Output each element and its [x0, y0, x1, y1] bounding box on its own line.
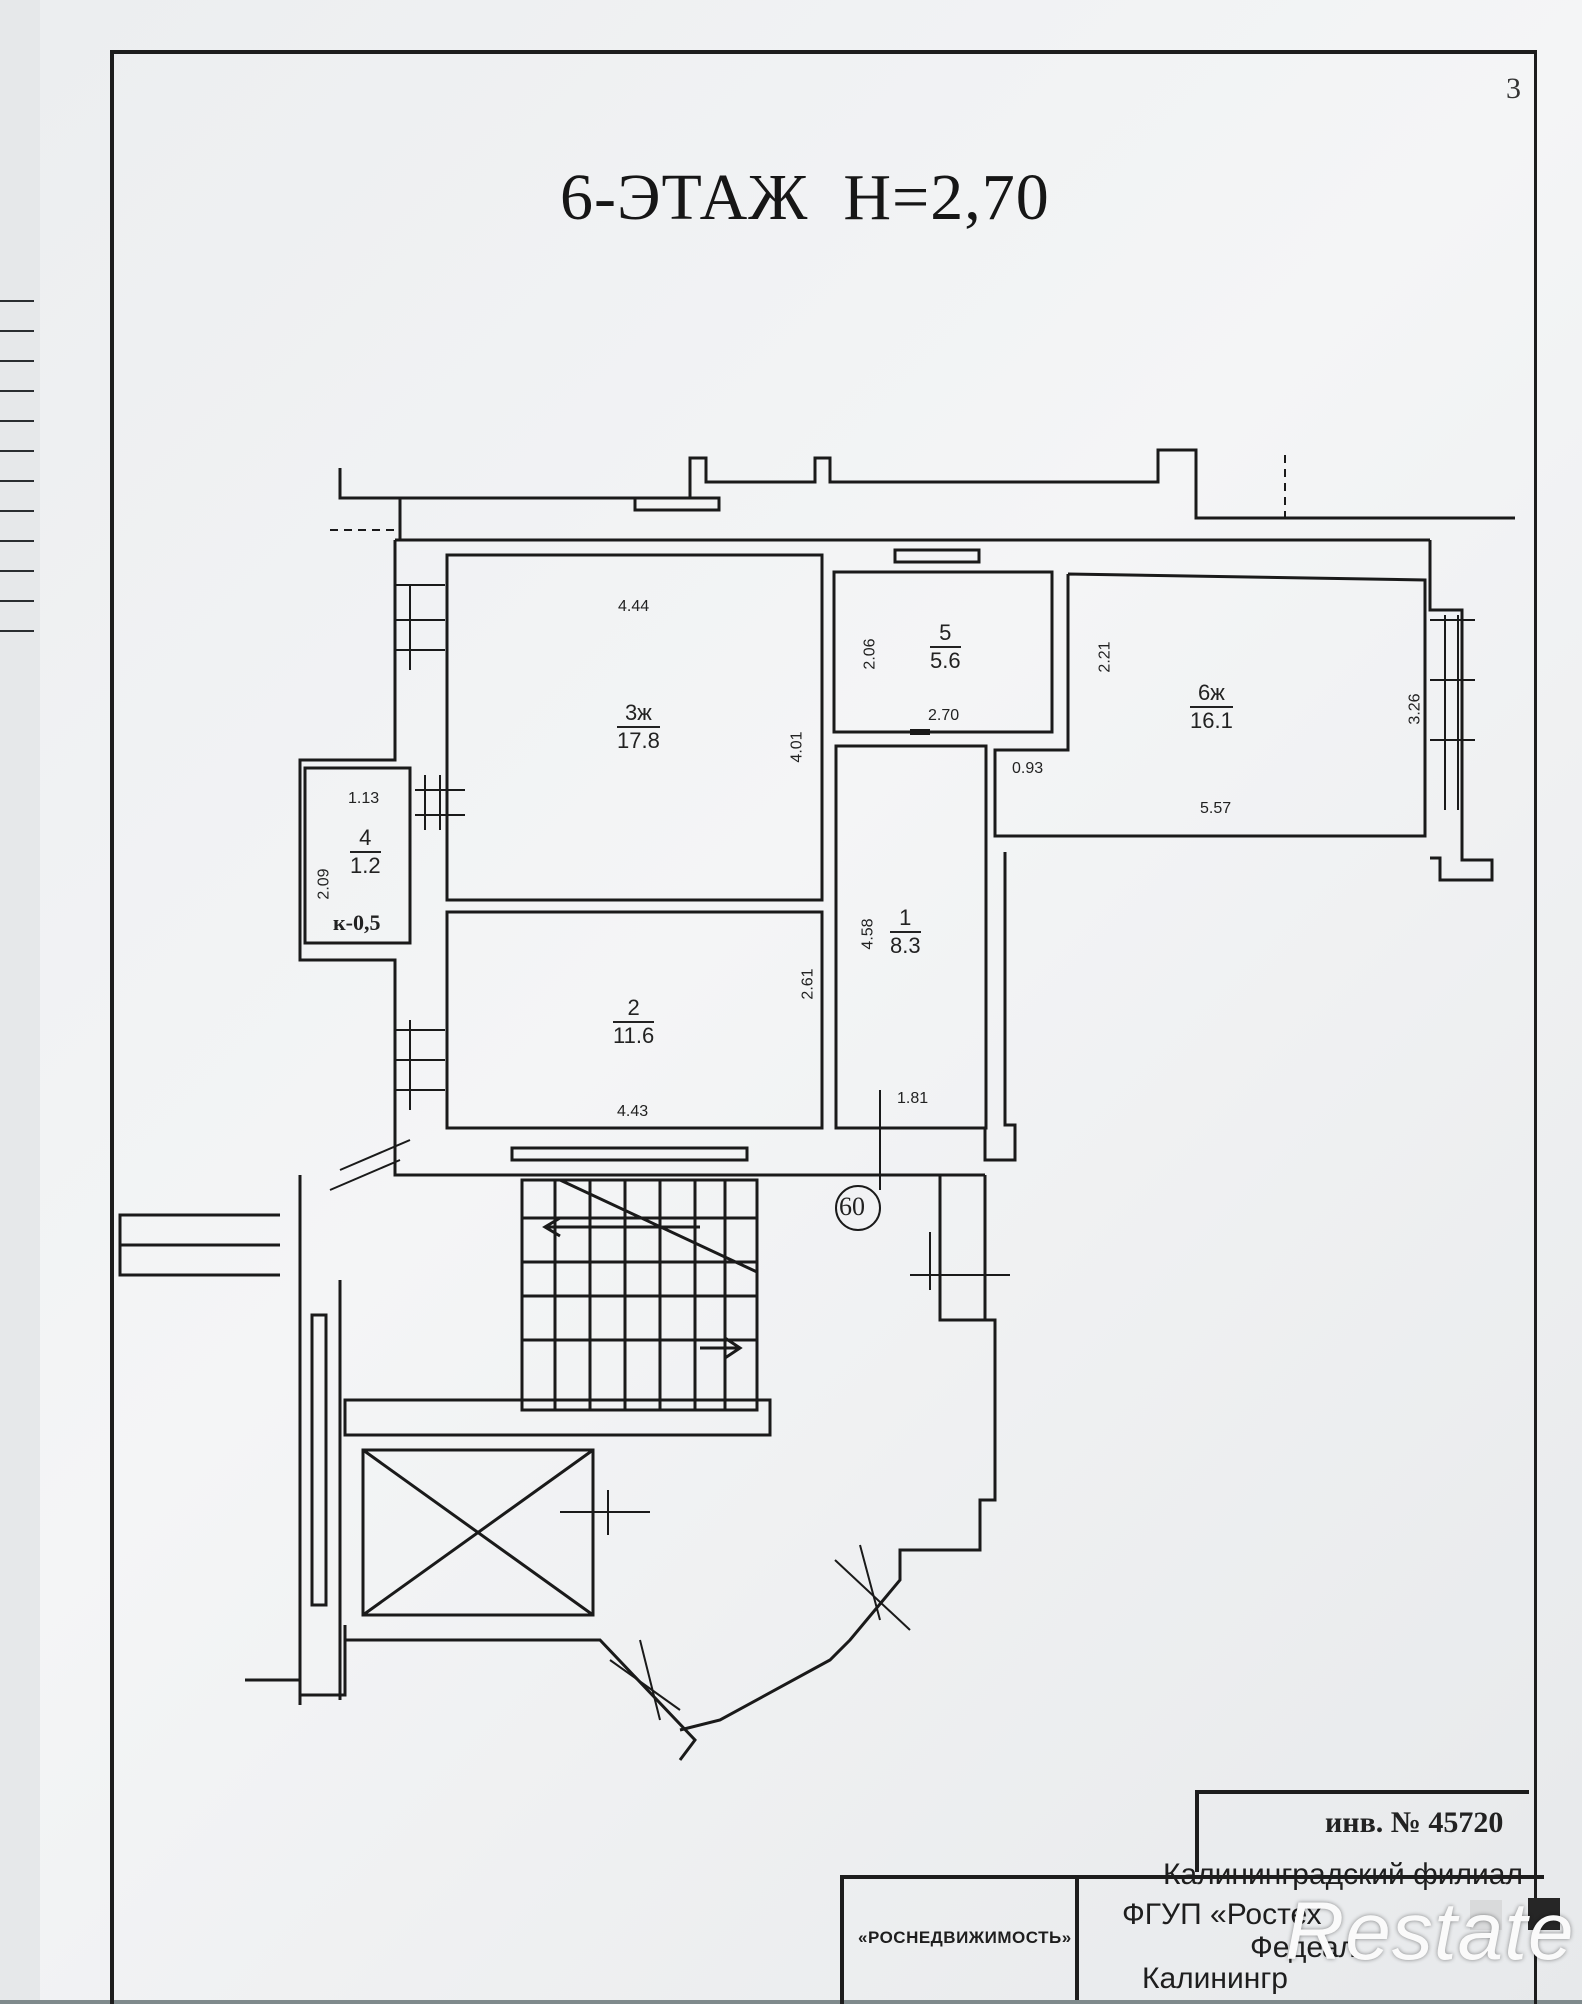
- inventory-number: инв. № 45720: [1325, 1806, 1504, 1839]
- floor-title: 6-ЭТАЖ Н=2,70: [560, 161, 1050, 234]
- room-3-label: 3ж 17.8: [617, 700, 660, 754]
- organization-line-3b: ал: [1322, 1931, 1357, 1964]
- organization-line-2: ФГУП «Ростех: [1122, 1898, 1322, 1931]
- room-1-label: 1 8.3: [890, 905, 921, 959]
- room-1-area: 8.3: [890, 933, 921, 958]
- organization-line-4: Калинингр: [1142, 1962, 1288, 1995]
- room-4-area: 1.2: [350, 853, 381, 878]
- room-2-dim-side: 2.61: [799, 968, 817, 1000]
- room-3-area: 17.8: [617, 728, 660, 753]
- room-2-dim-bottom: 4.43: [617, 1103, 649, 1120]
- room-3-dim-side: 4.01: [788, 731, 806, 763]
- organization-line-1: Калининградский филиал: [1163, 1858, 1523, 1891]
- organization-box: [840, 1875, 1544, 2004]
- redaction-block: [1528, 1898, 1560, 1930]
- room-1-number: 1: [890, 905, 921, 933]
- organization-line-3: Феде: [1250, 1931, 1324, 1964]
- organization-divider: [1075, 1875, 1079, 2000]
- room-6-dim-bottom: 5.57: [1200, 800, 1232, 817]
- room-6-dim-right: 3.26: [1406, 693, 1424, 725]
- room-2-number: 2: [613, 995, 655, 1023]
- room-4-label: 4 1.2: [350, 825, 381, 879]
- room-5-number: 5: [930, 620, 961, 648]
- room-1-dim-bottom: 1.81: [897, 1090, 929, 1107]
- room-6-number: 6ж: [1190, 680, 1233, 708]
- room-5-area: 5.6: [930, 648, 961, 673]
- drawing-frame: [110, 50, 1537, 2004]
- room-1-dim-side: 4.58: [859, 918, 877, 950]
- document-sheet: [40, 0, 1582, 2000]
- room-6-area: 16.1: [1190, 708, 1233, 733]
- room-2-label: 2 11.6: [613, 995, 655, 1049]
- room-4-number: 4: [350, 825, 381, 853]
- page-number: 3: [1506, 72, 1521, 105]
- room-3-number: 3ж: [617, 700, 660, 728]
- redaction-block: [1470, 1900, 1502, 1930]
- room-4-dim-top: 1.13: [348, 790, 380, 807]
- room-6-dim-left: 2.21: [1096, 641, 1114, 673]
- watermark-logo: Restate: [1285, 1886, 1575, 1977]
- room-5-label: 5 5.6: [930, 620, 961, 674]
- room-5-dim-bottom: 2.70: [928, 707, 960, 724]
- organization-short-name: «РОСНЕДВИЖИМОСТЬ»: [858, 1928, 1072, 1947]
- room-3-dim-top: 4.44: [618, 598, 650, 615]
- room-5-dim-side: 2.06: [861, 638, 879, 670]
- room-6-dim-door: 0.93: [1012, 760, 1044, 777]
- inventory-box: [1195, 1790, 1529, 1872]
- apartment-number: 60: [839, 1192, 865, 1221]
- room-4-dim-side: 2.09: [315, 868, 333, 900]
- room-4-note: к-0,5: [333, 910, 381, 935]
- room-2-area: 11.6: [613, 1023, 655, 1048]
- room-6-label: 6ж 16.1: [1190, 680, 1233, 734]
